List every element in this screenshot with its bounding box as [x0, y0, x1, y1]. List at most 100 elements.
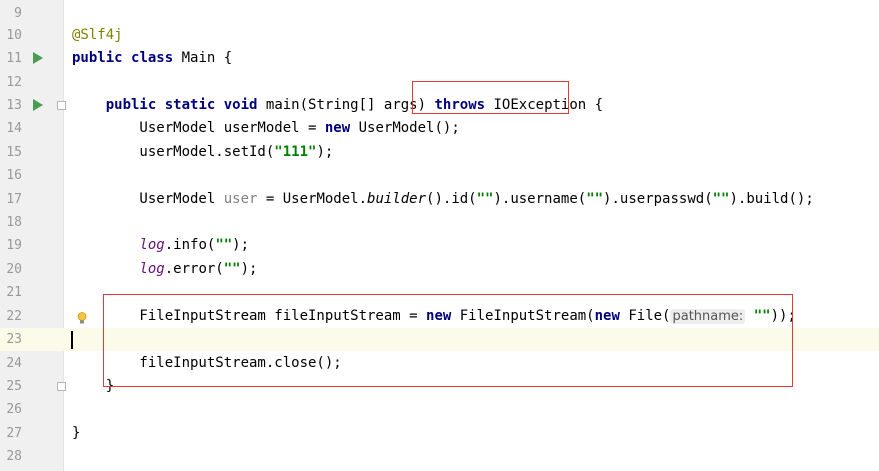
code-token: Main {: [173, 50, 233, 66]
code-token: "": [712, 191, 730, 207]
code-text[interactable]: log.error("");: [72, 258, 257, 281]
code-line[interactable]: 18: [0, 211, 879, 234]
line-number: 9: [14, 6, 22, 21]
code-token: }: [72, 425, 81, 441]
code-token: "": [223, 261, 241, 277]
code-text[interactable]: FileInputStream fileInputStream = new Fi…: [72, 305, 796, 328]
line-number: 10: [6, 28, 22, 43]
code-line[interactable]: 10 @Slf4j: [0, 24, 879, 47]
code-text[interactable]: fileInputStream.close();: [72, 352, 342, 375]
code-token: main(String[] args): [257, 97, 435, 113]
line-number: 16: [6, 168, 22, 183]
line-number: 13: [6, 98, 22, 113]
line-number-gutter[interactable]: [0, 0, 64, 471]
code-line[interactable]: 24 fileInputStream.close();: [0, 352, 879, 375]
code-line[interactable]: 15 userModel.setId("111");: [0, 141, 879, 164]
code-token: = UserModel.: [257, 191, 368, 207]
parameter-hint: pathname:: [670, 309, 746, 324]
code-line[interactable]: 14 UserModel userModel = new UserModel()…: [0, 117, 879, 140]
code-text[interactable]: public class Main {: [72, 47, 232, 70]
line-number: 21: [6, 285, 22, 300]
code-token: FileInputStream fileInputStream =: [72, 308, 427, 324]
code-line[interactable]: 21: [0, 281, 879, 304]
code-text[interactable]: public static void main(String[] args) t…: [72, 94, 603, 117]
code-token: [156, 97, 164, 113]
code-line[interactable]: 22 FileInputStream fileInputStream = new…: [0, 305, 879, 328]
code-token: );: [240, 261, 258, 277]
code-token: [215, 97, 223, 113]
run-icon[interactable]: [33, 52, 43, 64]
fold-icon[interactable]: [57, 101, 66, 110]
code-text[interactable]: @Slf4j: [72, 24, 123, 47]
code-line[interactable]: 27}: [0, 422, 879, 445]
text-caret: [71, 331, 73, 349]
line-number: 14: [6, 121, 22, 136]
line-number: 24: [6, 356, 22, 371]
line-number: 25: [6, 379, 22, 394]
line-number: 18: [6, 215, 22, 230]
code-text[interactable]: }: [72, 422, 80, 445]
code-token: UserModel userModel =: [72, 120, 325, 136]
code-token: [123, 50, 131, 66]
line-number: 12: [6, 75, 22, 90]
code-line[interactable]: 20 log.error("");: [0, 258, 879, 281]
code-token: log: [139, 261, 165, 277]
line-number: 22: [6, 309, 22, 324]
code-line[interactable]: 13 public static void main(String[] args…: [0, 94, 879, 117]
code-token: IOException {: [485, 97, 604, 113]
code-token: FileInputStream(: [451, 308, 595, 324]
line-number: 19: [6, 238, 22, 253]
bulb-icon[interactable]: [77, 310, 87, 324]
code-token: ().id(: [426, 191, 477, 207]
code-token: "": [476, 191, 494, 207]
code-token: [72, 97, 106, 113]
code-token: log: [139, 237, 165, 253]
code-line[interactable]: 11 public class Main {: [0, 47, 879, 70]
line-number: 11: [6, 51, 22, 66]
code-token: new: [594, 308, 620, 324]
code-token: userModel.setId(: [72, 144, 275, 160]
code-line[interactable]: 9: [0, 2, 879, 25]
code-token: [72, 261, 139, 277]
fold-icon[interactable]: [57, 382, 66, 391]
code-line[interactable]: 17 UserModel user = UserModel.builder().…: [0, 188, 879, 211]
code-line[interactable]: 12: [0, 71, 879, 94]
code-line[interactable]: 23: [0, 328, 879, 351]
code-text[interactable]: UserModel userModel = new UserModel();: [72, 117, 459, 140]
code-token: user: [223, 191, 258, 207]
code-text[interactable]: userModel.setId("111");: [72, 141, 333, 164]
code-token: [72, 237, 139, 253]
code-token: );: [316, 144, 334, 160]
code-token: );: [232, 237, 250, 253]
code-token: ));: [770, 308, 796, 324]
code-token: "": [753, 308, 771, 324]
code-token: UserModel: [72, 191, 224, 207]
code-token: class: [131, 50, 174, 66]
code-token: new: [426, 308, 452, 324]
file-stream-highlight-box: [103, 294, 793, 387]
code-token: "": [586, 191, 604, 207]
code-token: new: [324, 120, 351, 136]
code-text[interactable]: UserModel user = UserModel.builder().id(…: [72, 188, 813, 211]
code-line[interactable]: 19 log.info("");: [0, 234, 879, 257]
line-number: 27: [6, 426, 22, 441]
code-token: @Slf4j: [72, 27, 123, 43]
code-text[interactable]: log.info("");: [72, 234, 249, 257]
code-line[interactable]: 26: [0, 398, 879, 421]
run-icon[interactable]: [33, 99, 43, 111]
code-token: fileInputStream.close();: [72, 355, 342, 371]
code-token: void: [223, 97, 258, 113]
code-token: .info(: [164, 237, 216, 253]
code-token: File(: [619, 308, 671, 324]
line-number: 20: [6, 262, 22, 277]
code-token: ).username(: [493, 191, 587, 207]
code-token: throws: [434, 97, 486, 113]
code-line[interactable]: 28: [0, 445, 879, 468]
throws-highlight-box: [412, 81, 569, 114]
code-token: public: [72, 50, 123, 66]
code-token: .error(: [164, 261, 224, 277]
line-number: 23: [6, 332, 22, 347]
code-token: ).userpasswd(: [603, 191, 713, 207]
code-line[interactable]: 16: [0, 164, 879, 187]
